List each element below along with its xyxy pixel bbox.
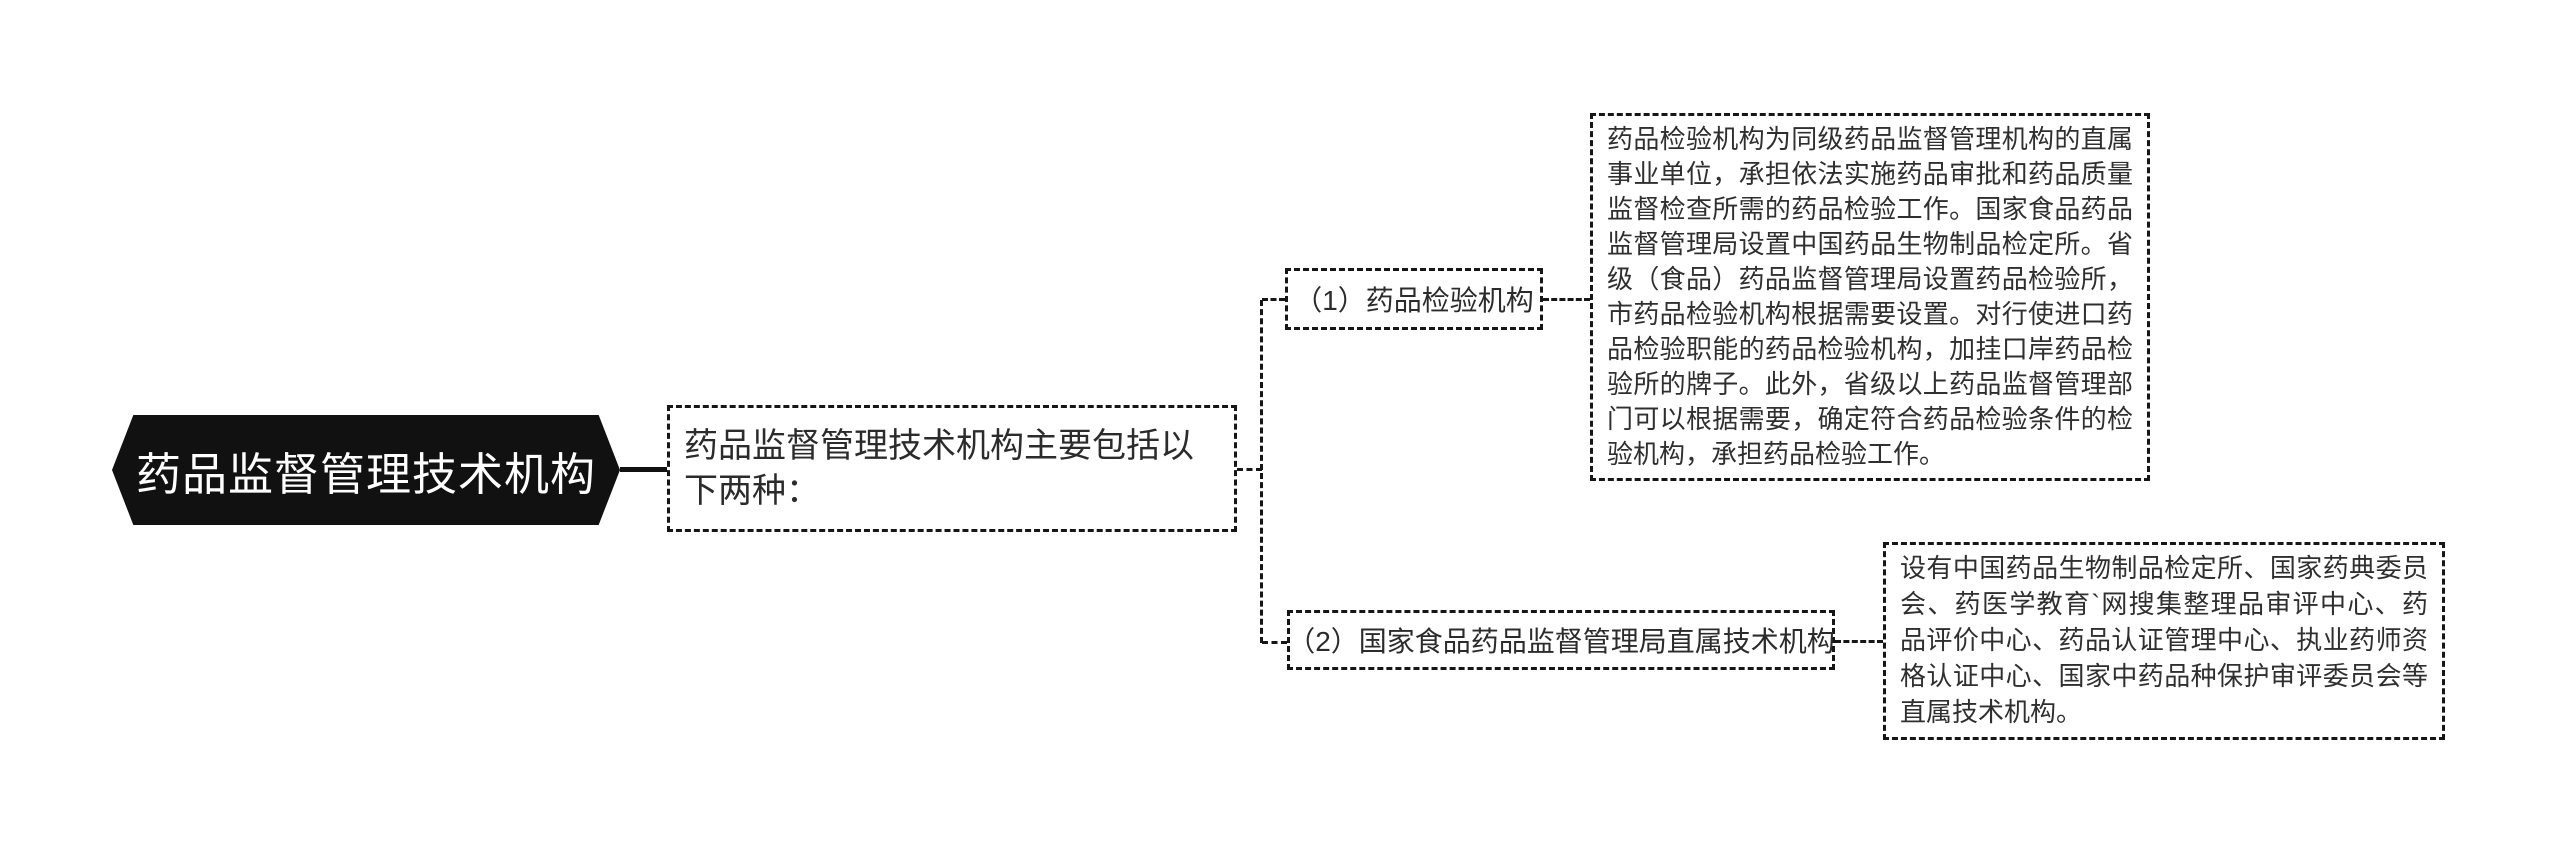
branch2-label: （2）国家食品药品监督管理局直属技术机构	[1287, 626, 1835, 657]
intro-text: 药品监督管理技术机构主要包括以下两种：	[684, 427, 1194, 510]
root-node-label: 药品监督管理技术机构	[135, 448, 596, 500]
branch2-detail-box: 设有中国药品生物制品检定所、国家药典委员会、药医学教育`网搜集整理品审评中心、药…	[1883, 542, 2445, 740]
branch2-node: （2）国家食品药品监督管理局直属技术机构	[1287, 610, 1835, 670]
connector-root-to-intro	[620, 467, 667, 472]
connector-branch2-to-detail	[1835, 640, 1883, 643]
branch1-node: （1）药品检验机构	[1285, 268, 1543, 330]
intro-box: 药品监督管理技术机构主要包括以下两种：	[667, 405, 1237, 532]
branch2-detail-text: 设有中国药品生物制品检定所、国家药典委员会、药医学教育`网搜集整理品审评中心、药…	[1900, 553, 2428, 727]
connector-branch-trunk	[1260, 300, 1263, 643]
branch1-detail-text: 药品检验机构为同级药品监督管理机构的直属事业单位，承担依法实施药品审批和药品质量…	[1607, 124, 2133, 469]
branch1-detail-box: 药品检验机构为同级药品监督管理机构的直属事业单位，承担依法实施药品审批和药品质量…	[1590, 113, 2150, 481]
root-node: 药品监督管理技术机构	[112, 415, 620, 525]
connector-branch1-to-detail	[1543, 298, 1590, 301]
connector-intro-stub	[1237, 468, 1262, 471]
connector-branch2-stub	[1262, 641, 1287, 644]
connector-branch1-stub	[1262, 298, 1285, 301]
branch1-label: （1）药品检验机构	[1294, 285, 1534, 316]
